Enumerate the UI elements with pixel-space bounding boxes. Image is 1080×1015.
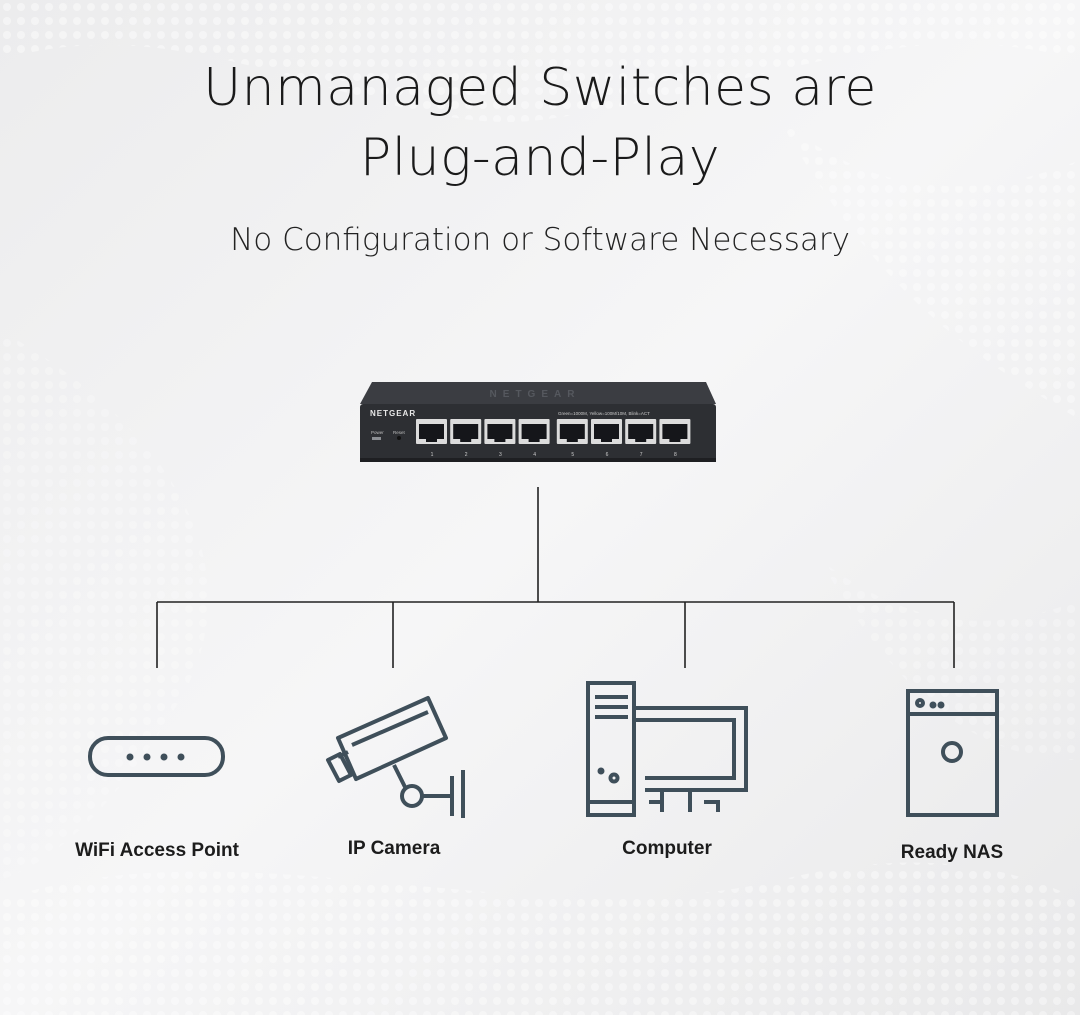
computer-icon (586, 681, 748, 817)
ethernet-port-icon: 6 (591, 419, 622, 458)
wifi-access-point-icon (88, 736, 225, 777)
device-label-computer: Computer (622, 838, 712, 859)
ethernet-port-icon: 3 (484, 419, 516, 458)
port-number-label: 7 (640, 452, 643, 458)
ethernet-port-icon: 7 (625, 419, 657, 458)
switch-power-label: Power (371, 430, 384, 435)
ethernet-port-icon: 1 (416, 419, 447, 458)
port-number-label: 8 (674, 452, 677, 458)
switch-ports: 1 2 3 4 5 6 7 8 (416, 419, 691, 458)
power-led-icon (372, 437, 381, 440)
port-number-label: 3 (499, 452, 502, 458)
page-subtitle: No Configuration or Software Necessary (230, 222, 850, 258)
ethernet-port-icon: 5 (556, 419, 588, 458)
connection-lines (156, 487, 955, 668)
port-number-label: 1 (431, 452, 434, 458)
ethernet-port-icon: 2 (450, 419, 482, 458)
reset-hole-icon (397, 436, 401, 440)
network-switch-image: NETGEAR NETGEAR Green=1000M, Yellow=100M… (360, 382, 716, 462)
ip-camera-icon (326, 696, 465, 818)
switch-brand: NETGEAR (370, 409, 416, 418)
switch-top-brand: NETGEAR (490, 389, 581, 400)
device-label-ip-camera: IP Camera (347, 838, 441, 859)
device-label-ready-nas: Ready NAS (900, 842, 1004, 863)
nas-icon (906, 689, 999, 817)
ethernet-port-icon: 4 (518, 419, 550, 458)
device-label-wifi-access-point: WiFi Access Point (75, 840, 239, 861)
page-title-line2: Plug-and-Play (359, 128, 721, 188)
port-number-label: 5 (571, 452, 574, 458)
switch-reset-label: Reset (393, 430, 406, 435)
port-number-label: 2 (465, 452, 468, 458)
switch-led-legend: Green=1000M, Yellow=100M/10M, Blink=ACT (558, 411, 650, 416)
ethernet-port-icon: 8 (659, 419, 691, 458)
port-number-label: 4 (533, 452, 536, 458)
port-number-label: 6 (606, 452, 609, 458)
page-title-line1: Unmanaged Switches are (203, 58, 877, 118)
